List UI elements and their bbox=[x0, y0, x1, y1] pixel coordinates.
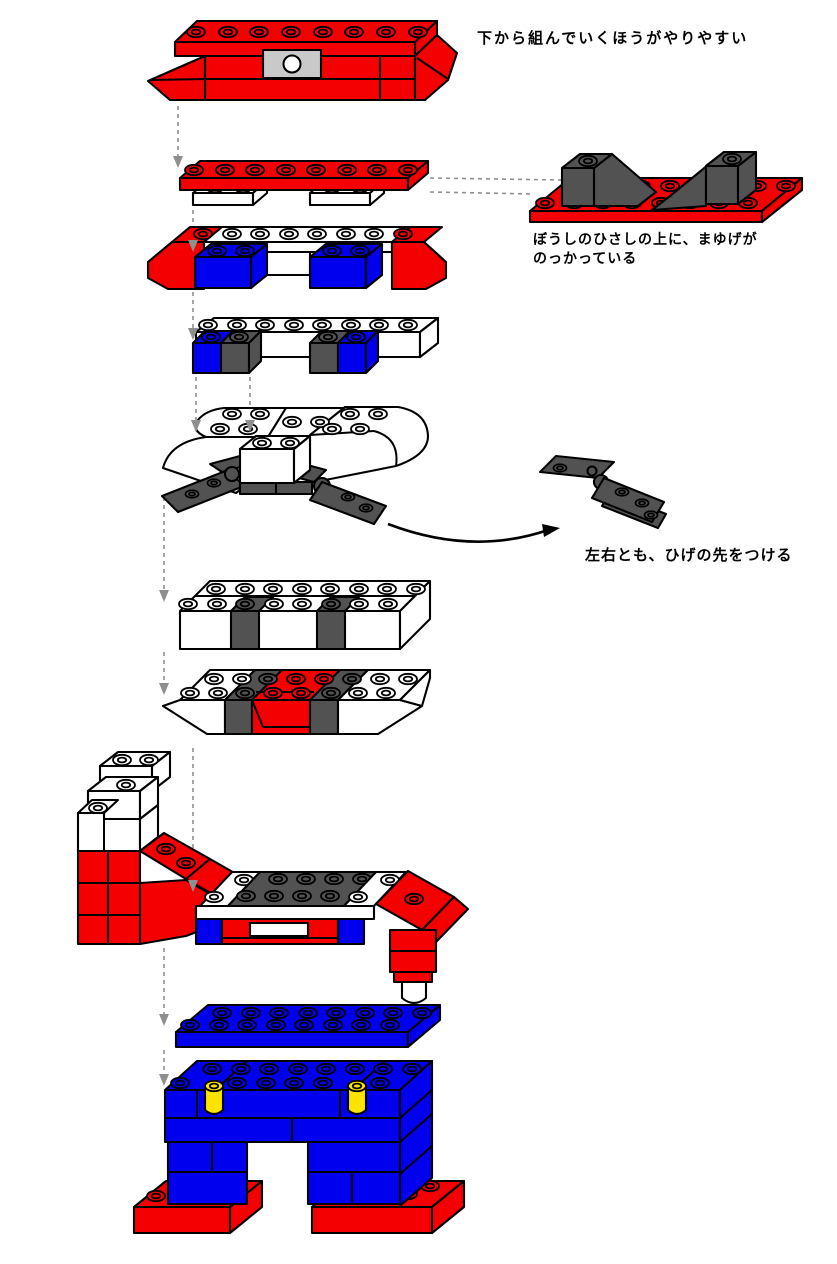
hat-emblem-circle bbox=[282, 54, 302, 74]
nose-brick bbox=[238, 434, 312, 485]
hand-cylinder bbox=[400, 980, 428, 1005]
eyebrow-note-line1: ぼうしのひさしの上に、まゆげが bbox=[533, 232, 758, 248]
right-arm bbox=[374, 869, 470, 1005]
right-eyebrow-slope bbox=[650, 150, 758, 212]
hat-assembly bbox=[146, 19, 459, 102]
mustache-note: 左右とも、ひげの先をつける bbox=[585, 546, 793, 564]
eyebrow-note: ぼうしのひさしの上に、まゆげがのっかっている bbox=[533, 231, 758, 269]
chin-assembly bbox=[161, 668, 432, 736]
right-eye-bricks bbox=[308, 329, 380, 375]
curved-arrow-head bbox=[542, 524, 560, 537]
hat-brim-assembly bbox=[178, 159, 430, 207]
left-arm-fist bbox=[76, 750, 172, 853]
legs-feet-assembly bbox=[132, 1059, 466, 1235]
hat-band-assembly bbox=[146, 225, 448, 291]
mustache-tip-callout bbox=[387, 454, 668, 543]
nose-mustache-assembly bbox=[160, 405, 430, 526]
right-blue-brick bbox=[308, 242, 384, 290]
right-button-cylinder bbox=[346, 1079, 368, 1116]
hip-plate-assembly bbox=[174, 1003, 442, 1049]
eyes-row-assembly bbox=[191, 316, 440, 375]
face-lower-assembly bbox=[178, 579, 432, 651]
eyebrow-callout-assembly bbox=[528, 150, 804, 224]
left-button-cylinder bbox=[203, 1079, 225, 1116]
left-eye-bricks bbox=[191, 329, 263, 375]
left-eyebrow-slope bbox=[560, 152, 658, 208]
eyebrow-note-line2: のっかっている bbox=[533, 251, 638, 267]
build-order-note: 下から組んでいくほうがやりやすい bbox=[477, 29, 749, 47]
left-blue-brick bbox=[193, 242, 269, 290]
curved-arrow bbox=[387, 522, 549, 543]
torso-body bbox=[194, 870, 408, 946]
arms-torso-assembly bbox=[76, 750, 470, 1005]
